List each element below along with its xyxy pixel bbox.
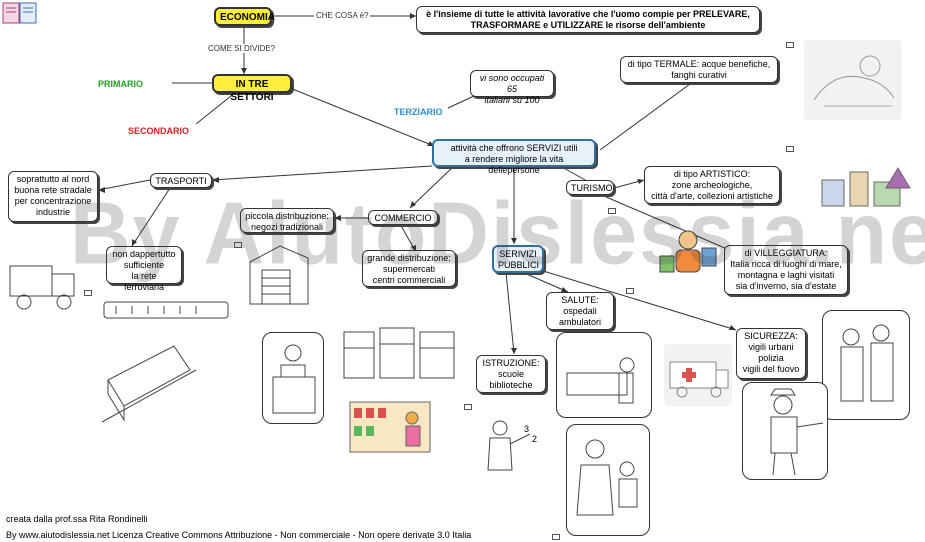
svg-text:2: 2 [532,434,537,444]
node-istruzione[interactable]: ISTRUZIONE: scuole biblioteche [476,355,546,393]
label-secondario: SECONDARIO [126,126,192,136]
node-definizione[interactable]: è l'insieme di tutte le attività lavorat… [416,6,760,33]
note-icon[interactable] [786,42,794,48]
node-sicurezza[interactable]: SICUREZZA: vigili urbani polizia vigili … [736,328,806,379]
node-salute[interactable]: SALUTE: ospedali ambulatori [546,292,614,330]
site-logo-icon [2,2,37,24]
footer-credit: creata dalla prof.ssa Rita Rondinelli [6,514,148,524]
train-illustration [102,296,232,326]
hospital-room-illustration [556,332,652,418]
truck-illustration [4,244,82,318]
node-piccola-distribuzione[interactable]: piccola distribuzione: negozi tradiziona… [240,208,334,233]
node-servizi-pubblici[interactable]: SERIVIZI PUBBLICI [492,245,544,273]
label-primario: PRIMARIO [96,79,145,89]
ambulance-illustration [664,344,732,406]
node-commercio[interactable]: COMMERCIO [368,210,438,225]
note-icon[interactable] [84,290,92,296]
vacation-person-illustration [654,226,722,286]
node-turismo[interactable]: TURISMO [566,180,614,195]
node-termale[interactable]: di tipo TERMALE: acque benefiche, fanghi… [620,56,778,83]
note-icon[interactable] [786,146,794,152]
label-terziario: TERZIARIO [392,107,445,117]
label-che-cosa: CHE COSA è? [314,11,371,20]
grocery-shelf-illustration [348,398,432,458]
node-economia[interactable]: ECONOMIA [214,7,275,26]
nurse-child-illustration [566,424,650,536]
node-grande-distribuzione[interactable]: grande distribuzione: supermercati centr… [362,250,456,287]
node-villeggiatura[interactable]: di VILLEGGIATURA: Italia ricca di luoghi… [724,245,848,295]
note-icon[interactable] [626,288,634,294]
supermarket-illustration [340,322,458,384]
note-icon[interactable] [234,242,242,248]
node-artistico[interactable]: di tipo ARTISTICO: zone archeologiche, c… [644,166,780,204]
spa-illustration [804,40,902,120]
node-servizi[interactable]: attività che offrono SERVIZI utili a ren… [432,139,596,175]
warehouse-illustration [244,238,314,314]
police-illustration [822,310,910,420]
firefighter-illustration [742,382,828,480]
node-ferrovia[interactable]: non dappertutto sufficiente la rete ferr… [106,246,182,292]
freight-wagon-illustration [98,330,200,426]
node-strade[interactable]: soprattutto al nord buona rete stradale … [8,171,98,222]
note-icon[interactable] [552,534,560,540]
node-trasporti[interactable]: TRASPORTI [150,173,212,188]
svg-text:3: 3 [524,424,529,434]
node-tre-settori[interactable]: IN TRE SETTORI [212,74,292,103]
note-icon[interactable] [464,404,472,410]
node-occupati[interactable]: vi sono occupati 65 italiani su 100 [470,70,554,105]
label-come-si-divide: COME SI DIVIDE? [206,44,278,53]
footer-license: By www.aiutodislessia.net Licenza Creati… [6,530,472,540]
art-city-illustration [812,158,916,214]
shopkeeper-illustration [262,332,324,424]
note-icon[interactable] [608,208,616,214]
